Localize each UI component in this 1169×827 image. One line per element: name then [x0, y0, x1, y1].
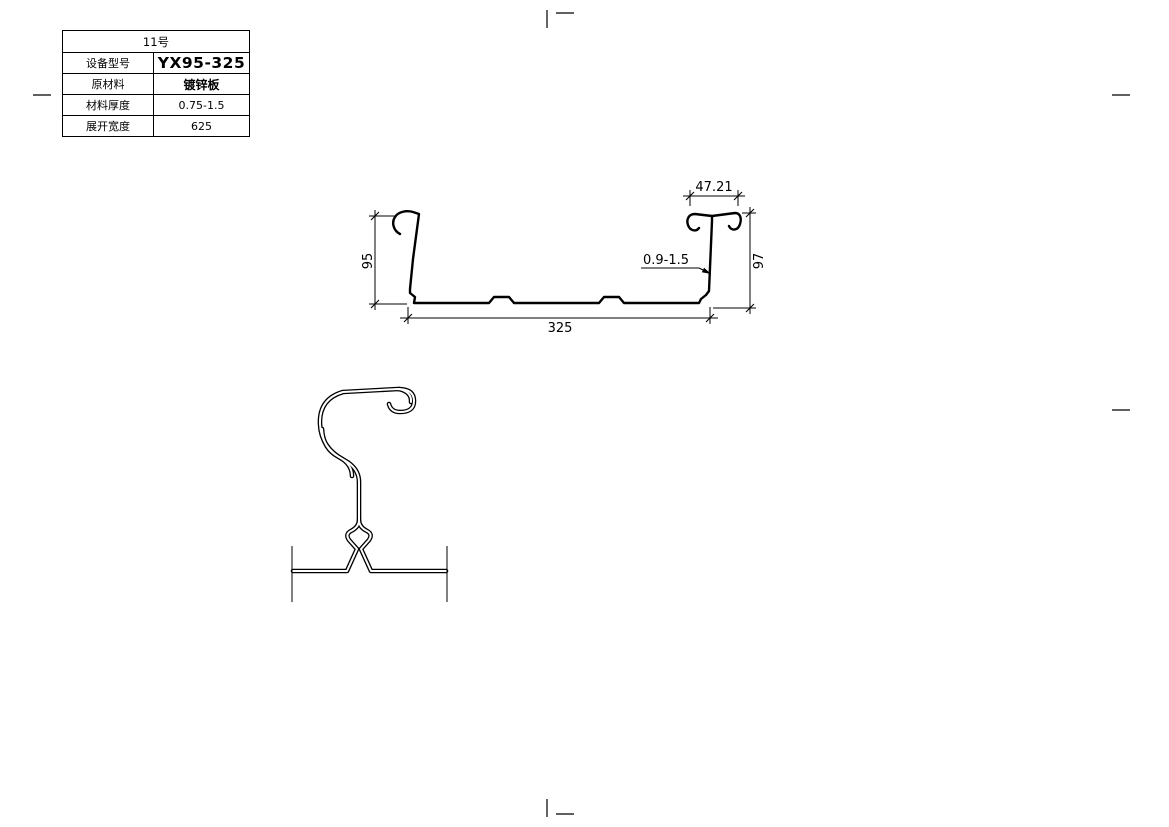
dimension-bottom-width: 325 — [400, 307, 718, 336]
seam-detail-view — [290, 386, 449, 602]
dim-right-height-text: 97 — [752, 253, 767, 270]
dimension-right-height: 97 — [713, 207, 767, 314]
spec-label-thickness: 材料厚度 — [63, 94, 153, 115]
dimension-left-height: 95 — [361, 210, 407, 310]
frame-tick-marks — [33, 10, 1130, 817]
dim-top-width-text: 47.21 — [695, 180, 732, 195]
spec-value-material: 镀锌板 — [153, 73, 249, 94]
spec-label-unfold-width: 展开宽度 — [63, 115, 153, 136]
dimension-top-width: 47.21 — [683, 180, 745, 206]
spec-label-model: 设备型号 — [63, 52, 153, 73]
spec-value-unfold-width: 625 — [153, 115, 249, 136]
table-row-number: 11号 — [142, 34, 170, 49]
thickness-text: 0.9-1.5 — [643, 253, 689, 268]
spec-value-thickness: 0.75-1.5 — [153, 94, 249, 115]
spec-value-model: YX95-325 — [153, 52, 249, 73]
dim-left-height-text: 95 — [361, 253, 376, 270]
profile-cross-section — [392, 210, 742, 305]
thickness-callout: 0.9-1.5 — [641, 253, 711, 274]
spec-table: 11号 设备型号 YX95-325 原材料 镀锌板 材料厚度 0.75-1.5 … — [62, 30, 250, 137]
spec-label-material: 原材料 — [63, 73, 153, 94]
dim-bottom-width-text: 325 — [548, 321, 573, 336]
leader-arrowhead — [701, 267, 711, 274]
